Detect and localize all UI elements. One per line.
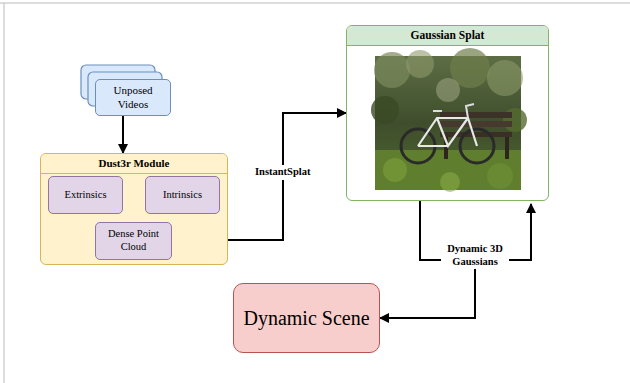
node-label: Dense Point Cloud [100, 228, 167, 253]
connector-arrow [122, 116, 124, 153]
module-container: Dust3r ModuleExtrinsics IntrinsicsDense P… [40, 153, 228, 265]
container-title: Gaussian Splat [411, 29, 485, 43]
container-title: Dust3r Module [99, 157, 170, 170]
node-label: Unposed Videos [100, 84, 166, 110]
process-box: Intrinsics [145, 176, 220, 214]
node-label: Extrinsics [65, 189, 107, 202]
title-band: Gaussian Splat [347, 26, 548, 46]
splat-image [371, 48, 527, 192]
frame-line [0, 3, 630, 4]
edge-label: InstantSplat [252, 165, 313, 180]
process-box: Dense Point Cloud [95, 222, 172, 260]
output-box: Dynamic Scene [233, 283, 380, 353]
process-box: Extrinsics [48, 176, 123, 214]
title-band: Dust3r Module [41, 154, 227, 174]
connector-arrow [228, 113, 346, 240]
node-label: Dynamic Scene [243, 306, 369, 330]
edge-label: Dynamic 3D Gaussians [441, 242, 509, 269]
node-label: Intrinsics [163, 189, 202, 202]
splat-container: Gaussian Splat [346, 25, 549, 201]
video-box: Unposed Videos [95, 79, 171, 116]
frame-line [4, 3, 5, 383]
